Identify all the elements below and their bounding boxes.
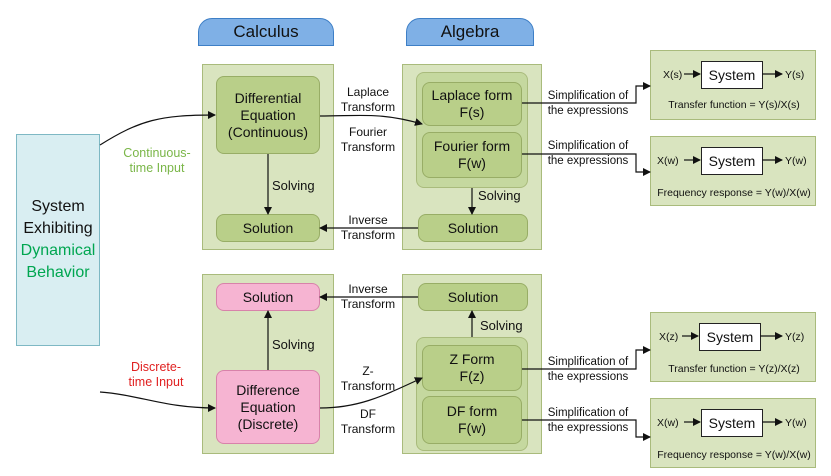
system-label-3: Dynamical <box>20 242 96 259</box>
output-output-label-3: Y(z) <box>785 331 805 343</box>
output-output-label-1: Y(s) <box>785 69 805 81</box>
output-panel-1: X(s) System Y(s) Transfer function = Y(s… <box>650 50 816 120</box>
system-block-3: System <box>699 323 761 351</box>
solution-box-calculus-continuous: Solution <box>216 214 320 242</box>
solving-label-algebra-continuous: Solving <box>478 188 521 203</box>
output-input-label-2: X(w) <box>657 155 679 167</box>
discrete-input-label: Discrete- time Input <box>128 360 184 389</box>
calculus-header: Calculus <box>198 18 334 46</box>
df-transform-label: DF Transform <box>340 407 396 436</box>
output-caption-4: Frequency response = Y(w)/X(w) <box>657 449 811 461</box>
output-output-label-2: Y(w) <box>785 155 807 167</box>
system-block-4: System <box>701 409 763 437</box>
system-label-2: Exhibiting <box>23 220 93 237</box>
system-label-1: System <box>31 198 85 215</box>
laplace-transform-label: Laplace Transform <box>340 85 396 114</box>
output-output-label-4: Y(w) <box>785 417 807 429</box>
solving-label-calculus-discrete: Solving <box>272 337 315 352</box>
system-block-1: System <box>701 61 763 89</box>
simplify-arrow-1 <box>522 82 651 104</box>
laplace-arrow <box>319 114 423 126</box>
inverse-transform-label-continuous: Inverse Transform <box>340 213 396 242</box>
output-input-label-4: X(w) <box>657 417 679 429</box>
difference-equation-box: Difference Equation (Discrete) <box>216 370 320 444</box>
simplification-label-2: Simplification of the expressions <box>547 140 629 167</box>
output-panel-2: X(w) System Y(w) Frequency response = Y(… <box>650 136 816 206</box>
z-transform-label: Z- Transform <box>340 364 396 393</box>
output-input-label-1: X(s) <box>663 69 683 81</box>
simplify-arrow-4 <box>522 419 651 441</box>
laplace-form-box: Laplace form F(s) <box>422 82 522 126</box>
algebra-header: Algebra <box>406 18 534 46</box>
simplification-label-3: Simplification of the expressions <box>547 356 629 383</box>
output-caption-1: Transfer function = Y(s)/X(s) <box>668 99 800 111</box>
simplify-arrow-2 <box>522 153 651 176</box>
fourier-transform-label: Fourier Transform <box>340 125 396 154</box>
output-panel-3: X(z) System Y(z) Transfer function = Y(z… <box>650 312 816 382</box>
df-form-box: DF form F(w) <box>422 396 522 444</box>
fourier-form-box: Fourier form F(w) <box>422 132 522 178</box>
continuous-input-arrow <box>99 111 216 146</box>
differential-equation-box: Differential Equation (Continuous) <box>216 76 320 154</box>
output-panel-4: X(w) System Y(w) Frequency response = Y(… <box>650 398 816 468</box>
simplification-label-1: Simplification of the expressions <box>547 90 629 117</box>
system-label-4: Behavior <box>26 264 90 281</box>
output-caption-3: Transfer function = Y(z)/X(z) <box>668 363 800 375</box>
solving-label-algebra-discrete: Solving <box>480 318 523 333</box>
system-block-2: System <box>701 147 763 175</box>
z-form-box: Z Form F(z) <box>422 345 522 391</box>
output-input-label-3: X(z) <box>659 331 679 343</box>
inverse-transform-label-discrete: Inverse Transform <box>340 282 396 311</box>
continuous-input-label: Continuous- time Input <box>123 146 191 175</box>
simplify-arrow-3 <box>522 346 651 370</box>
solving-label-calculus-continuous: Solving <box>272 178 315 193</box>
discrete-input-arrow <box>99 391 216 412</box>
z-transform-arrow <box>319 377 423 409</box>
output-caption-2: Frequency response = Y(w)/X(w) <box>657 187 811 199</box>
solution-box-algebra-discrete: Solution <box>418 283 528 311</box>
system-exhibiting-box: System Exhibiting Dynamical Behavior <box>16 134 100 346</box>
simplification-label-4: Simplification of the expressions <box>547 407 629 434</box>
